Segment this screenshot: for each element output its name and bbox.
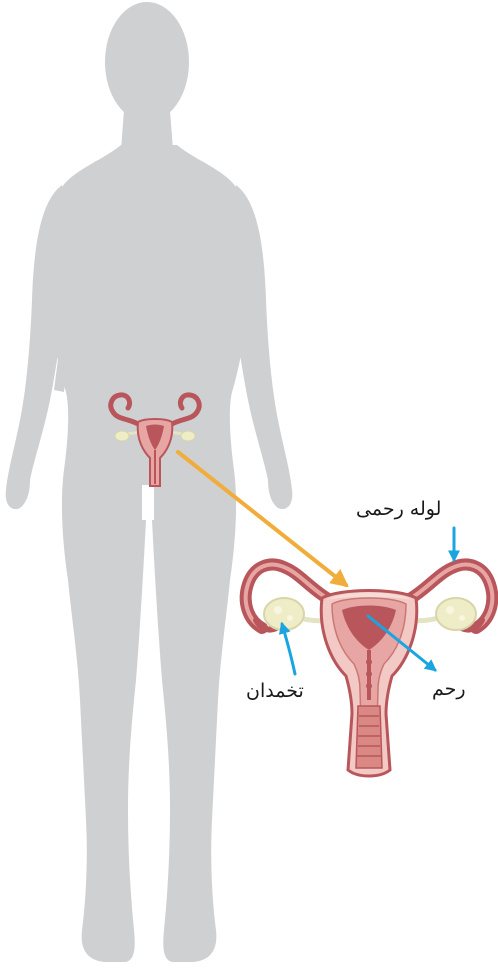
label-fallopian-tube: لوله رحمی (356, 500, 441, 519)
label-uterus: رحم (432, 680, 466, 699)
label-ovary: تخمدان (246, 682, 304, 701)
ovary-pointer (282, 624, 295, 674)
reproductive-system-large-icon (246, 565, 493, 776)
female-silhouette-icon (6, 2, 293, 962)
